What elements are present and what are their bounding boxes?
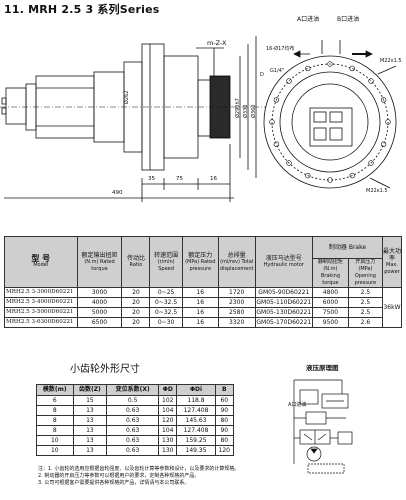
spec-header-torque: 额定输出扭矩(N.m) Rated torque [76,236,123,288]
module-label: m-Z-X [207,39,227,47]
gear-header-teeth: 齿数(Z) [72,384,108,396]
spec-header-brake: 制动器 Brake [312,236,383,259]
brake-housing [93,71,125,143]
thread-g-label: G1/4" [270,68,285,74]
note-line: 2. 制动器的开启压力等参数可以根据用户的要求，定制各种规格的产品。 [38,473,200,479]
gear-section-title: 小齿轮外形尺寸 [70,364,140,375]
port-a-mark: A口进油 [288,401,306,408]
bolt-hole [269,119,275,125]
motor-block [5,87,27,125]
technical-drawing [0,36,397,202]
bolt-hole [327,61,333,67]
diam-d-label: D [260,72,264,78]
bolt-hole [349,65,355,72]
motor-port-top [1,97,7,105]
gear-header-b: B [214,384,235,396]
holes-label: 16-Ø17均布 [266,46,295,52]
m22-top-label: M22x1.5 [380,58,402,64]
max-power-value: 36kW [381,287,403,328]
valve-block [309,107,353,147]
spec-row: MRH2.5 3-4000D60221 4000 20 0~32.5 16 23… [4,297,402,308]
notes-block: 注：1. 小齿轮的选用应根据齿轮强度、以及齿轮计算等参数和设计，以及要求的计算规… [38,466,368,487]
spec-row: MRH2.5 3-5000D60221 5000 20 0~32.5 16 25… [4,307,402,318]
spec-row: MRH2.5 3-3000D60221 3000 20 0~25 16 1720… [4,287,403,328]
bolt-hole [385,119,391,125]
bolt-hole [380,97,387,103]
gear-header-module: 模数(m) [36,384,74,396]
bolt-hole [273,97,280,103]
motor-port-bottom [1,107,7,115]
spec-header-brake-pressure: 开启压力(MPa)Opening pressure [347,258,383,288]
diam-262-label: Ø262 [124,90,130,104]
bolt-hole [286,78,292,84]
spec-header-speed: 转速范围(r/min) Speed [149,236,183,288]
hydraulic-diagram-title: 液压原理图 [306,364,339,372]
bolt-hole [305,65,311,72]
dim-16-label: 16 [210,176,217,182]
spec-header-brake-torque: 静制动扭矩(N.m)Braking torque [312,258,349,288]
dim-75-label: 75 [176,176,183,182]
port-a-label: A口进油 [297,16,320,23]
diam-360-label: Ø360 [251,104,257,118]
bolt-hole-ring [269,61,391,183]
m22-bottom-label: M22x1.5 [366,188,388,194]
bolt-hole [368,78,374,84]
spec-row: MRH2.5 3-6300D60221 6500 20 0~30 16 3320… [4,317,402,328]
gear-header-di: ΦDi [176,384,216,396]
spec-header-pressure: 额定压力(MPa) Rated pressure [181,236,219,288]
note-line: 注：1. 小齿轮的选用应根据齿轮强度、以及齿轮计算等参数和设计，以及要求的计算规… [38,466,240,472]
gear-header-d: ΦD [158,384,178,396]
bolt-hole [286,160,292,166]
gear-header-shift: 变位系数(X) [106,384,160,396]
bolt-hole [327,177,333,183]
note-line: 3. 公司可根据客户需要提供各种规格的产品，详情请与本公司联系。 [38,480,190,486]
spec-header-displacement: 总排量(ml/rev) Total displacement [217,236,256,288]
diam-290-label: Ø290h7 [235,98,241,118]
page-title: 11. MRH 2.5 3 系列Series [4,3,160,16]
port-b-label: B口进油 [337,16,360,23]
bolt-hole [368,160,374,166]
diam-330-label: Ø330 [243,104,249,118]
bolt-hole [305,172,311,179]
flange-outer [263,55,397,189]
bolt-hole [273,141,280,147]
bolt-hole [349,172,355,179]
dim-35-label: 35 [148,176,155,182]
hydraulic-schematic: A口进油 [288,379,353,474]
bolt-hole [380,141,387,147]
dim-490-label: 490 [112,190,123,196]
